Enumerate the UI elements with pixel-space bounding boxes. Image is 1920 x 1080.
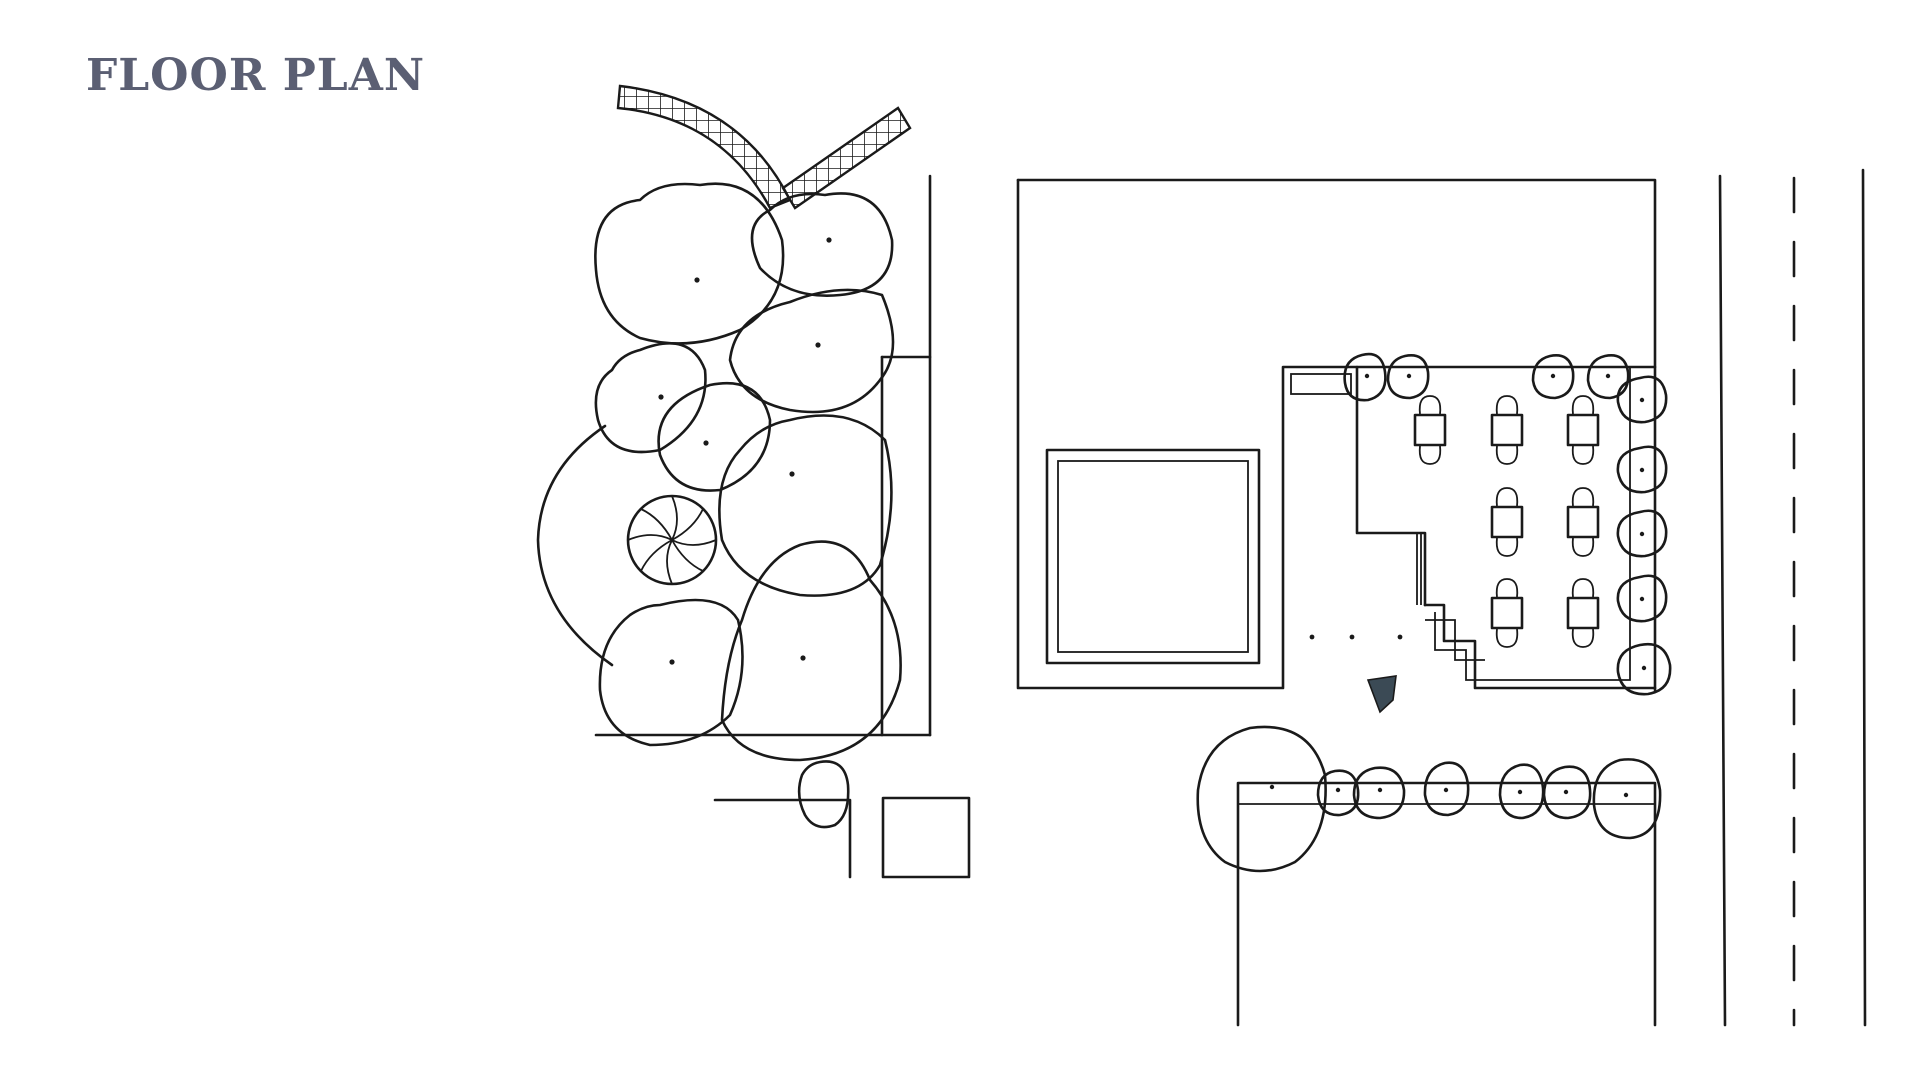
left-building-outline — [594, 174, 932, 737]
table-set — [1566, 487, 1600, 557]
table-set — [1566, 578, 1600, 648]
lower-left-structures — [713, 760, 971, 879]
lower-right-building — [1196, 725, 1662, 1027]
tree-canopy — [718, 414, 893, 597]
main-building — [1016, 178, 1657, 714]
tree-canopy — [720, 540, 902, 762]
small-shrub — [797, 760, 850, 829]
road — [1718, 168, 1867, 1027]
tree-canopy-group — [594, 182, 902, 762]
small-square-structure — [881, 796, 971, 879]
table-set — [1566, 395, 1600, 465]
straight-grid-walkway — [781, 106, 912, 210]
counter — [1290, 373, 1352, 395]
tree-canopy — [728, 288, 895, 414]
curved-grid-walkway — [616, 84, 792, 210]
large-shrub — [1196, 725, 1327, 873]
pool-outer — [1045, 448, 1261, 665]
tree-canopy — [594, 182, 785, 345]
tree-canopy — [750, 192, 894, 297]
tree-canopy — [598, 598, 744, 747]
table-set — [1490, 487, 1524, 557]
curved-garden-path — [536, 424, 614, 667]
tree-canopy — [594, 342, 707, 454]
dining-tables — [1413, 395, 1600, 648]
table-set — [1490, 395, 1524, 465]
leaf-marker — [1366, 675, 1397, 714]
pool-inner — [1057, 460, 1249, 653]
page-title: FLOOR PLAN — [86, 50, 426, 101]
building-shrubs — [1343, 352, 1672, 696]
table-set — [1413, 395, 1447, 465]
table-set — [1490, 578, 1524, 648]
palm-tree — [626, 494, 718, 586]
